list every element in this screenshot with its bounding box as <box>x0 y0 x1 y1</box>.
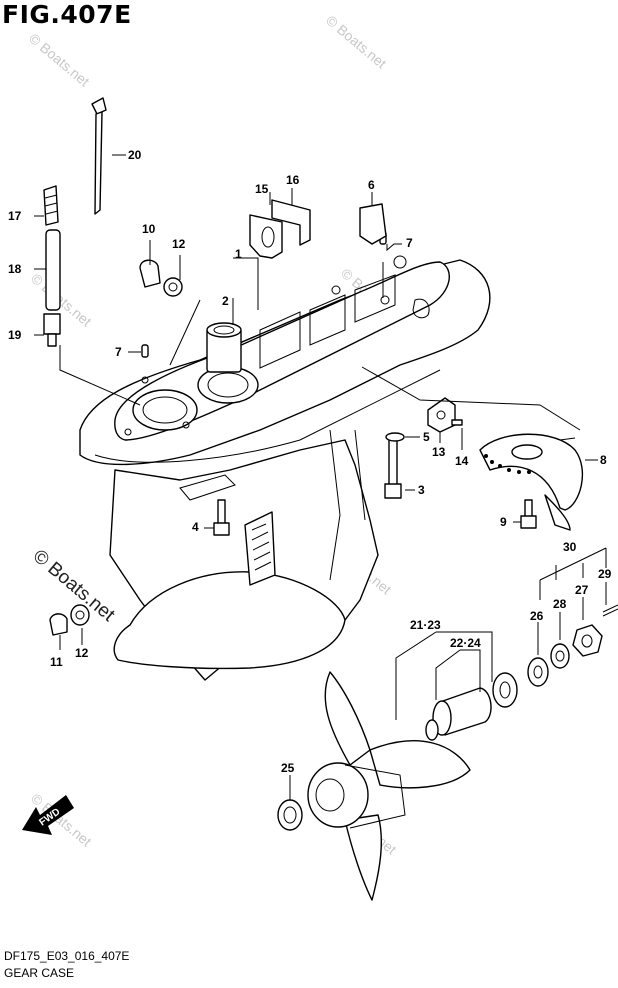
callout-10: 10 <box>142 222 156 236</box>
trim-tab <box>479 433 584 531</box>
propeller-bushing <box>425 672 518 741</box>
callout-16: 16 <box>286 173 300 187</box>
callout-12: 12 <box>75 646 89 660</box>
seal-set <box>249 199 311 259</box>
watermark-text: © Boats.net <box>323 12 390 71</box>
figure-title: FIG.407E <box>2 0 132 29</box>
callout-7: 7 <box>115 345 122 359</box>
callout-28: 28 <box>553 597 567 611</box>
callout-3: 3 <box>418 483 425 497</box>
callout-8: 8 <box>600 453 607 467</box>
callout-22-24: 22·24 <box>450 636 481 650</box>
water-tube-assembly <box>43 97 107 347</box>
callout-labels: 1 2 3 4 5 6 7 7 8 9 10 11 12 12 13 14 15… <box>8 148 612 775</box>
figure-code: DF175_E03_016_407E <box>4 949 130 963</box>
callout-18: 18 <box>8 262 22 276</box>
callout-14: 14 <box>455 454 469 468</box>
callout-9: 9 <box>500 515 507 529</box>
figure-caption: GEAR CASE <box>4 966 75 980</box>
callout-5: 5 <box>423 430 430 444</box>
leader-lines <box>34 154 607 800</box>
watermark-text: © Boats.net <box>28 270 95 329</box>
callout-7: 7 <box>406 236 413 250</box>
callout-26: 26 <box>530 609 544 623</box>
callout-25: 25 <box>281 761 295 775</box>
watermark-text: © Boats.net <box>26 30 93 89</box>
callout-20: 20 <box>128 148 142 162</box>
callout-17: 17 <box>8 209 22 223</box>
callout-27: 27 <box>575 583 589 597</box>
callout-13: 13 <box>432 445 446 459</box>
callout-12: 12 <box>172 237 186 251</box>
gear-case-housing <box>79 255 491 681</box>
callout-4: 4 <box>192 520 199 534</box>
callout-1: 1 <box>235 247 242 261</box>
callout-2: 2 <box>222 294 229 308</box>
callout-21-23: 21·23 <box>410 618 441 632</box>
thrust-washer <box>277 799 303 831</box>
callout-11: 11 <box>50 655 63 669</box>
callout-29: 29 <box>598 567 612 581</box>
callout-15: 15 <box>255 182 269 196</box>
propeller <box>307 671 471 901</box>
callout-30: 30 <box>563 540 577 554</box>
cover-plate <box>359 203 387 245</box>
callout-6: 6 <box>368 178 375 192</box>
callout-19: 19 <box>8 328 22 342</box>
prop-nut-set <box>527 604 618 687</box>
